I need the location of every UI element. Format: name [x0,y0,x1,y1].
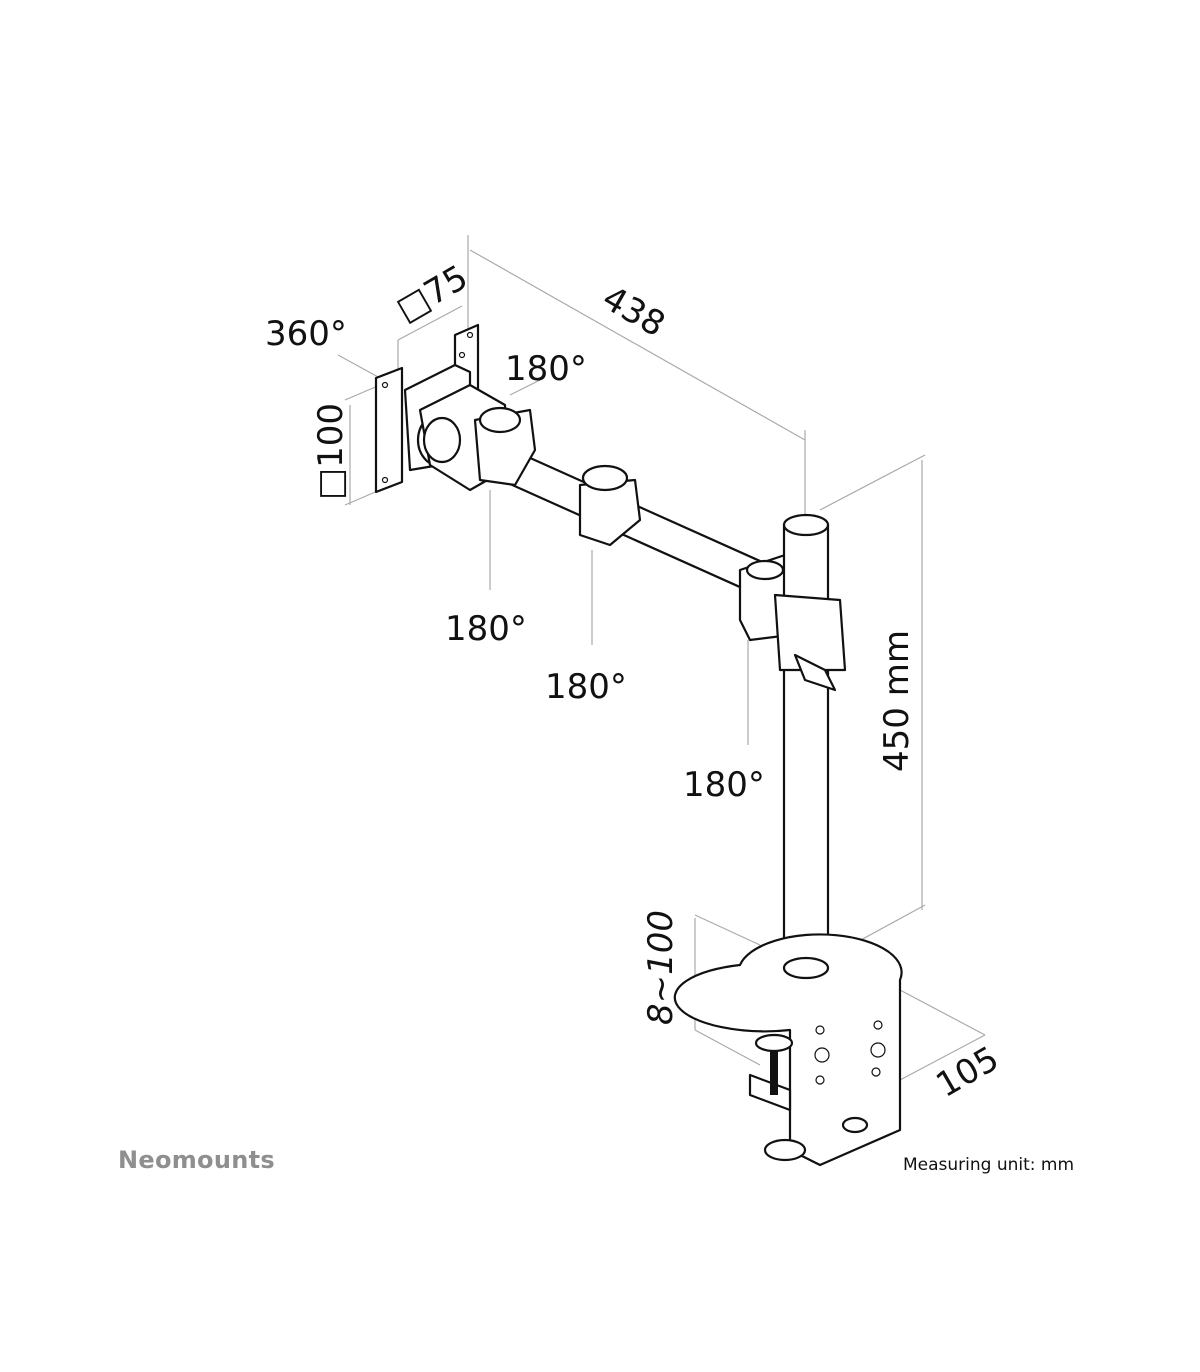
label-joint-3-180: 180° [683,765,765,805]
label-vesa-100: □100 [311,403,351,500]
label-joint-2-180: 180° [545,667,627,707]
dimension-lines [337,235,986,1081]
desk-clamp [673,933,903,1167]
arm [473,406,792,642]
pole [773,513,847,982]
label-pole-height: 450 mm [877,630,917,772]
label-vesa-75: □75 [390,257,475,329]
label-joint-1-180: 180° [445,609,527,649]
label-clamp-depth: 105 [930,1039,1006,1106]
label-clamp-range: 8~100 [641,910,681,1025]
measuring-unit-note: Measuring unit: mm [903,1155,1075,1175]
label-arm-length: 438 [596,278,672,345]
label-tilt-180: 180° [505,349,587,389]
label-rotation-360: 360° [265,314,347,354]
brand-logo: Neomounts [118,1146,275,1174]
